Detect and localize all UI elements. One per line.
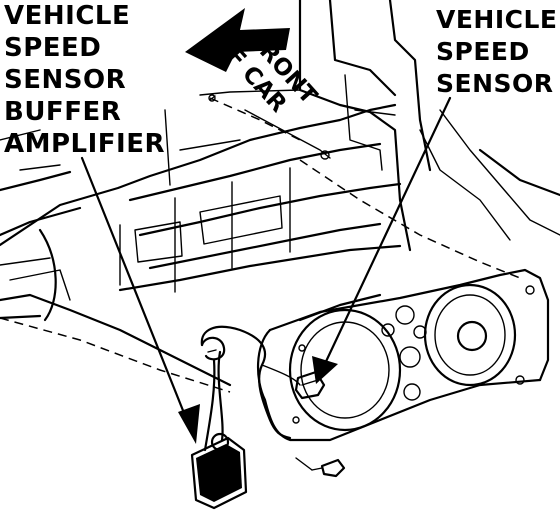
leader-arrows — [80, 8, 452, 444]
dashboard-structure — [0, 0, 560, 393]
arrowhead-buffer — [178, 404, 200, 444]
arrowhead-sensor — [312, 356, 338, 384]
buffer-amplifier — [190, 325, 346, 510]
label-buffer-line-5: AMPLIFIER — [4, 129, 165, 159]
label-buffer-line-1: VEHICLE — [4, 1, 130, 31]
label-sensor-line-2: SPEED — [436, 37, 530, 66]
label-buffer-line-3: SENSOR — [4, 65, 126, 95]
instrument-cluster — [256, 268, 550, 442]
label-speed-sensor: VEHICLE SPEED SENSOR — [436, 5, 558, 98]
label-sensor-line-3: SENSOR — [436, 69, 554, 98]
label-buffer-line-2: SPEED — [4, 33, 101, 63]
label-buffer-amplifier: VEHICLE SPEED SENSOR BUFFER AMPLIFIER — [4, 1, 165, 159]
front-of-car-arrow — [185, 8, 290, 72]
label-buffer-line-4: BUFFER — [4, 97, 121, 127]
label-sensor-line-1: VEHICLE — [436, 5, 558, 34]
